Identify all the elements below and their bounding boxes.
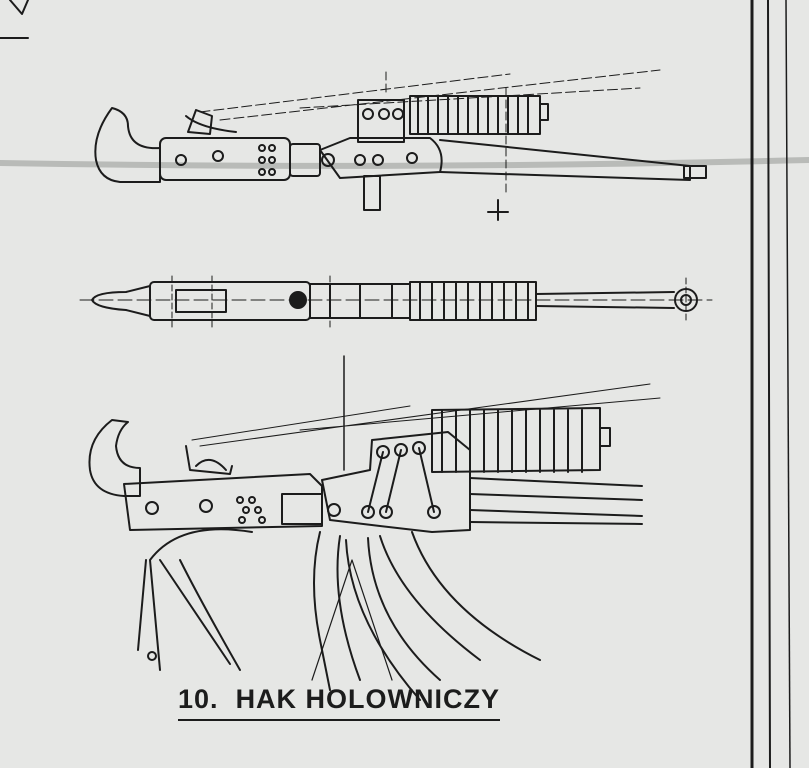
persp-housing [321, 431, 471, 533]
caption-number: 10. [178, 684, 219, 714]
side-drawbar [439, 139, 691, 181]
top-view [79, 275, 713, 331]
side-spring [409, 95, 541, 135]
page-border-outer [785, 0, 791, 768]
persp-frame-rail [469, 477, 643, 525]
persp-coupling [281, 493, 323, 525]
side-hook [94, 107, 161, 183]
corner-mark [0, 0, 29, 39]
perspective-view [88, 355, 661, 701]
top-body [149, 281, 311, 321]
side-coupling [289, 143, 321, 177]
paper-fold-line [0, 157, 809, 169]
persp-lower-cables [137, 528, 253, 671]
side-toggle-link [357, 99, 405, 143]
caption-title: HAK HOLOWNICZY [235, 684, 501, 714]
side-view [94, 69, 707, 221]
side-latch-lever [187, 109, 213, 135]
side-housing [319, 137, 443, 179]
top-spring [409, 281, 537, 321]
side-post [363, 175, 381, 211]
figure-caption: 10. HAK HOLOWNICZY [178, 684, 501, 721]
top-drawbar [535, 291, 675, 309]
top-hook-nose [91, 285, 151, 317]
page-border-right [767, 0, 771, 768]
persp-hook [88, 419, 141, 497]
